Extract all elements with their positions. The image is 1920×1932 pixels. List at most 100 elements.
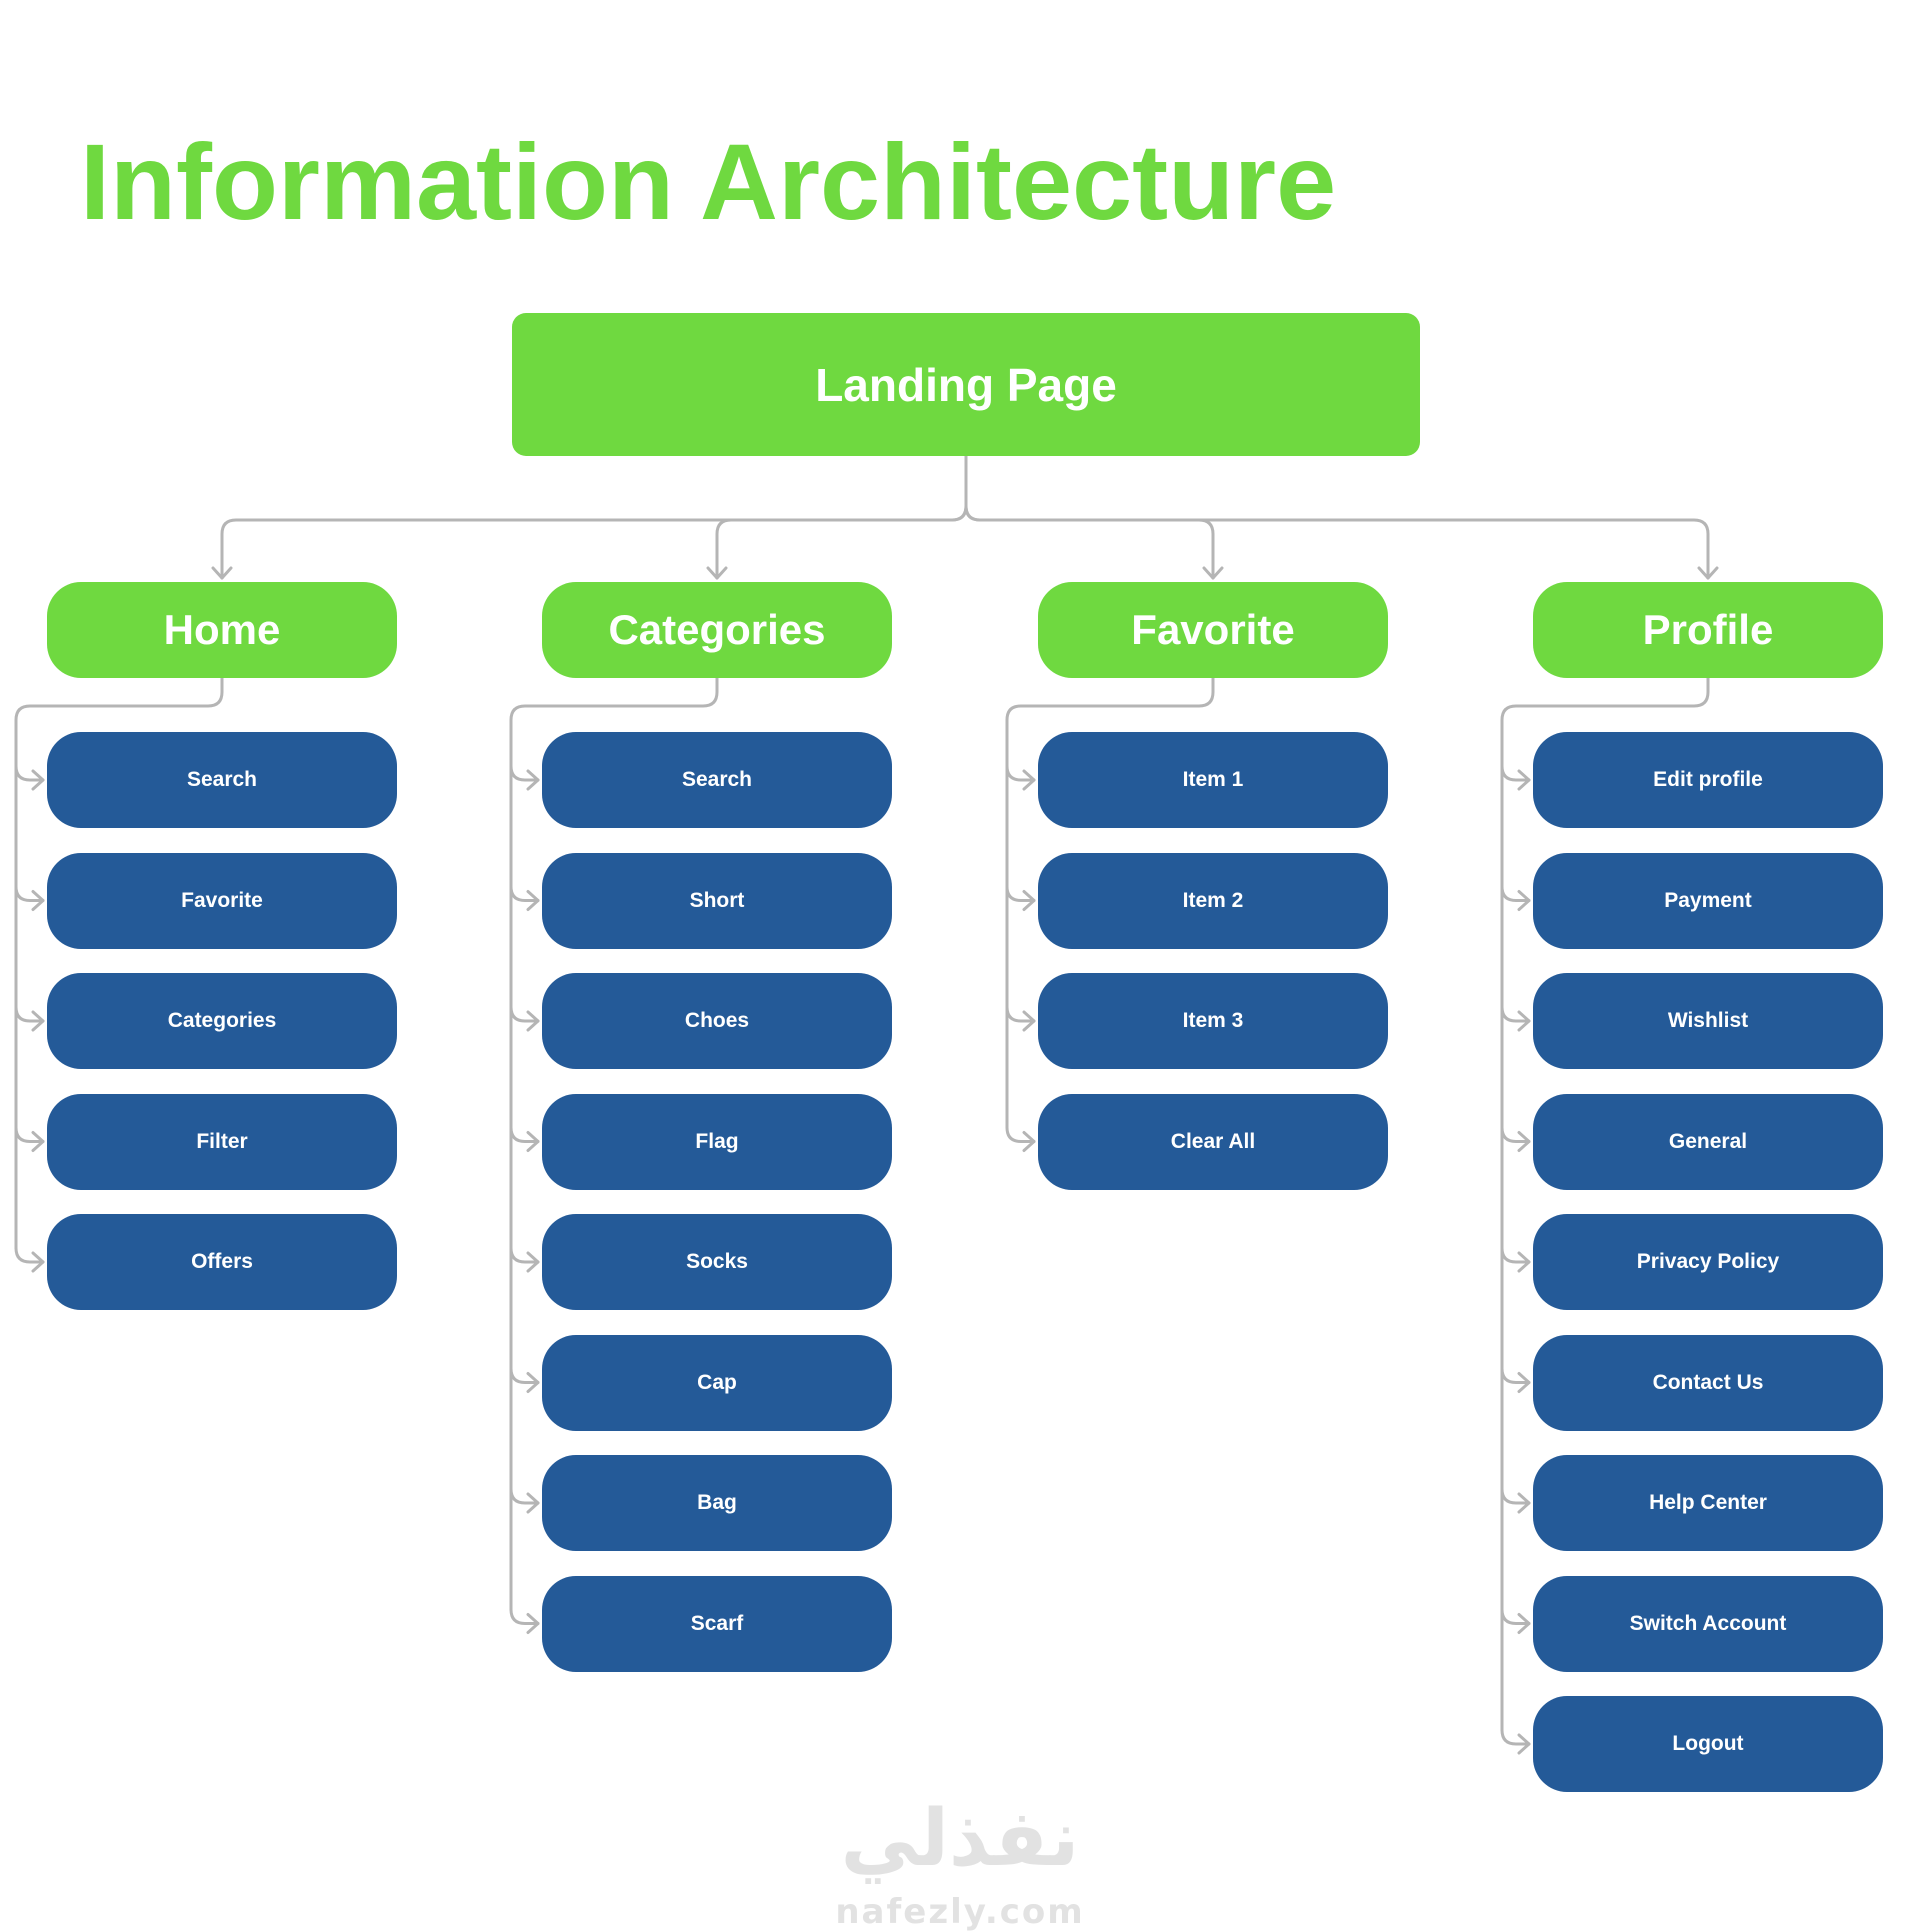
connector-branch-to-item xyxy=(1500,1728,1531,1746)
item-node-item-3: Item 3 xyxy=(1038,973,1388,1069)
arrow-right-icon xyxy=(526,1251,540,1273)
item-node-socks: Socks xyxy=(542,1214,892,1310)
arrow-right-icon xyxy=(31,1131,45,1152)
item-node-search: Search xyxy=(542,732,892,828)
watermark-logo-latin: nafezly.com xyxy=(835,1892,1085,1932)
connector-branch-to-item xyxy=(509,1126,540,1143)
arrow-right-icon xyxy=(1022,1010,1036,1032)
item-node-choes: Choes xyxy=(542,973,892,1069)
connector-branch-to-item xyxy=(1500,764,1531,782)
arrow-right-icon xyxy=(1517,1251,1531,1273)
connector-branch-to-item xyxy=(14,1246,45,1264)
item-node-short: Short xyxy=(542,852,892,949)
arrow-down-icon xyxy=(211,566,233,580)
item-node-bag: Bag xyxy=(542,1455,892,1551)
connector-section-trunk xyxy=(1500,676,1710,1732)
connector-root-to-section xyxy=(220,454,968,580)
arrow-down-icon xyxy=(706,566,728,580)
connector-branch-to-item xyxy=(1500,1126,1531,1143)
connector-branch-to-item xyxy=(509,885,540,902)
connector-branch-to-item xyxy=(509,1608,540,1625)
arrow-down-icon xyxy=(1697,566,1719,580)
arrow-right-icon xyxy=(1517,1492,1531,1514)
item-node-payment: Payment xyxy=(1533,852,1883,949)
section-node-favorite: Favorite xyxy=(1038,582,1388,678)
connector-branch-to-item xyxy=(14,1126,45,1143)
arrow-right-icon xyxy=(1517,769,1531,791)
arrow-right-icon xyxy=(526,1613,540,1634)
item-node-offers: Offers xyxy=(47,1214,397,1310)
item-node-scarf: Scarf xyxy=(542,1575,892,1672)
watermark-logo-arabic: نفذلي xyxy=(840,1794,1080,1884)
arrow-right-icon xyxy=(526,1010,540,1032)
arrow-right-icon xyxy=(1517,890,1531,911)
item-node-flag: Flag xyxy=(542,1093,892,1190)
arrow-down-icon xyxy=(1202,566,1224,580)
arrow-right-icon xyxy=(1517,1010,1531,1032)
connector-branch-to-item xyxy=(1005,1126,1036,1143)
arrow-right-icon xyxy=(1517,1613,1531,1634)
item-node-cap: Cap xyxy=(542,1334,892,1431)
item-node-favorite: Favorite xyxy=(47,852,397,949)
connector-section-trunk xyxy=(14,676,224,1250)
root-node-landing-page: Landing Page xyxy=(512,313,1420,456)
arrow-right-icon xyxy=(1022,769,1036,791)
connector-branch-to-item xyxy=(509,1005,540,1023)
connector-root-to-section xyxy=(715,454,968,580)
connector-branch-to-item xyxy=(509,1367,540,1384)
connector-branch-to-item xyxy=(509,764,540,782)
arrow-right-icon xyxy=(1517,1131,1531,1152)
connector-branch-to-item xyxy=(1500,1487,1531,1505)
item-node-general: General xyxy=(1533,1093,1883,1190)
connector-branch-to-item xyxy=(14,764,45,782)
connector-branch-to-item xyxy=(1500,1246,1531,1264)
arrow-right-icon xyxy=(31,769,45,791)
connector-branch-to-item xyxy=(1005,1005,1036,1023)
arrow-right-icon xyxy=(31,1251,45,1273)
connector-branch-to-item xyxy=(1500,1608,1531,1625)
item-node-edit-profile: Edit profile xyxy=(1533,732,1883,828)
arrow-right-icon xyxy=(1022,890,1036,911)
arrow-right-icon xyxy=(1517,1372,1531,1393)
connector-section-trunk xyxy=(509,676,719,1611)
connector-branch-to-item xyxy=(1005,885,1036,902)
arrow-right-icon xyxy=(526,890,540,911)
item-node-privacy-policy: Privacy Policy xyxy=(1533,1214,1883,1310)
arrow-right-icon xyxy=(31,1010,45,1032)
item-node-logout: Logout xyxy=(1533,1696,1883,1792)
connector-root-to-section xyxy=(964,454,1710,580)
item-node-contact-us: Contact Us xyxy=(1533,1334,1883,1431)
item-node-switch-account: Switch Account xyxy=(1533,1575,1883,1672)
section-node-categories: Categories xyxy=(542,582,892,678)
connector-branch-to-item xyxy=(1005,764,1036,782)
connector-section-trunk xyxy=(1005,676,1215,1129)
section-node-profile: Profile xyxy=(1533,582,1883,678)
item-node-item-1: Item 1 xyxy=(1038,732,1388,828)
connector-branch-to-item xyxy=(509,1246,540,1264)
connector-root-to-section xyxy=(964,454,1215,580)
item-node-wishlist: Wishlist xyxy=(1533,973,1883,1069)
arrow-right-icon xyxy=(526,1492,540,1514)
arrow-right-icon xyxy=(1022,1131,1036,1152)
item-node-filter: Filter xyxy=(47,1093,397,1190)
item-node-categories: Categories xyxy=(47,973,397,1069)
connector-branch-to-item xyxy=(14,1005,45,1023)
connector-branch-to-item xyxy=(1500,1005,1531,1023)
item-node-search: Search xyxy=(47,732,397,828)
connector-branch-to-item xyxy=(1500,885,1531,902)
arrow-right-icon xyxy=(1517,1733,1531,1755)
section-node-home: Home xyxy=(47,582,397,678)
connector-branch-to-item xyxy=(509,1487,540,1505)
arrow-right-icon xyxy=(526,769,540,791)
item-node-item-2: Item 2 xyxy=(1038,852,1388,949)
connector-branch-to-item xyxy=(1500,1367,1531,1384)
page-title: Information Architecture xyxy=(80,121,1337,242)
arrow-right-icon xyxy=(31,890,45,911)
connector-branch-to-item xyxy=(14,885,45,902)
item-node-clear-all: Clear All xyxy=(1038,1093,1388,1190)
arrow-right-icon xyxy=(526,1372,540,1393)
item-node-help-center: Help Center xyxy=(1533,1455,1883,1551)
arrow-right-icon xyxy=(526,1131,540,1152)
